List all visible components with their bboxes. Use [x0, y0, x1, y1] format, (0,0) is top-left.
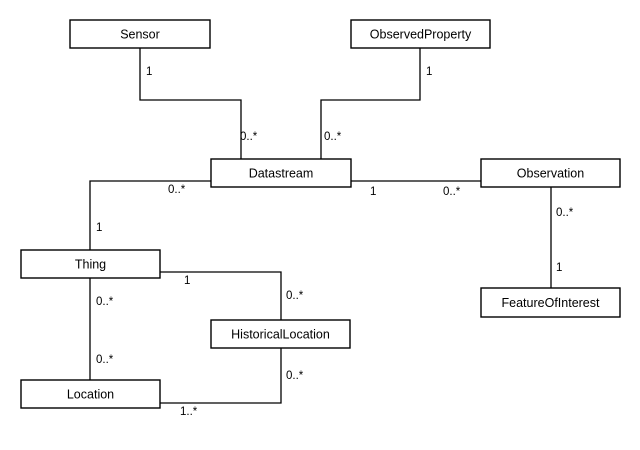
- entity-thing[interactable]: Thing: [20, 249, 161, 279]
- entity-box-observation[interactable]: [480, 158, 621, 188]
- entity-label-observedproperty: ObservedProperty: [370, 27, 472, 41]
- entity-box-featureofinterest[interactable]: [480, 287, 621, 318]
- association-thing-historicallocation: [159, 271, 282, 321]
- entity-box-sensor[interactable]: [69, 19, 211, 49]
- multiplicity-label: 0..*: [168, 184, 186, 196]
- entity-label-featureofinterest: FeatureOfInterest: [502, 296, 600, 310]
- entity-label-location: Location: [67, 387, 114, 401]
- entity-label-thing: Thing: [75, 257, 106, 271]
- association-datastream-thing: [89, 180, 212, 251]
- entity-label-sensor: Sensor: [120, 27, 160, 41]
- multiplicity-label: 1: [146, 66, 152, 78]
- entity-featureofinterest[interactable]: FeatureOfInterest: [480, 287, 621, 318]
- entity-observedproperty[interactable]: ObservedProperty: [350, 19, 491, 49]
- association-sensor-datastream: [139, 47, 242, 160]
- entity-label-historicallocation: HistoricalLocation: [231, 327, 330, 341]
- multiplicity-label: 0..*: [286, 290, 304, 302]
- multiplicity-label: 1: [184, 275, 190, 287]
- multiplicity-label: 0..*: [324, 131, 342, 143]
- entity-box-observedproperty[interactable]: [350, 19, 491, 49]
- entity-datastream[interactable]: Datastream: [210, 158, 352, 188]
- entity-label-datastream: Datastream: [249, 166, 314, 180]
- entity-box-thing[interactable]: [20, 249, 161, 279]
- multiplicity-label: 0..*: [96, 354, 114, 366]
- multiplicity-label-layer: 1 0..* 1 0..* 1 0..* 0..* 1 0..* 1 0..* 0..* 1 0..* 1.…: [96, 66, 574, 418]
- entity-location[interactable]: Location: [20, 379, 161, 409]
- association-layer: [89, 47, 552, 404]
- multiplicity-label: 0..*: [556, 207, 574, 219]
- multiplicity-label: 0..*: [240, 131, 258, 143]
- association-observedproperty-datastream: [320, 47, 421, 160]
- entity-sensor[interactable]: Sensor: [69, 19, 211, 49]
- entity-box-datastream[interactable]: [210, 158, 352, 188]
- multiplicity-label: 0..*: [286, 370, 304, 382]
- multiplicity-label: 1: [370, 186, 376, 198]
- multiplicity-label: 1..*: [180, 406, 198, 418]
- multiplicity-label: 1: [426, 66, 432, 78]
- association-location-historicallocation: [159, 347, 282, 404]
- entity-label-observation: Observation: [517, 166, 584, 180]
- multiplicity-label: 1: [96, 222, 102, 234]
- entity-historicallocation[interactable]: HistoricalLocation: [210, 319, 351, 349]
- entity-box-location[interactable]: [20, 379, 161, 409]
- multiplicity-label: 0..*: [96, 296, 114, 308]
- entity-observation[interactable]: Observation: [480, 158, 621, 188]
- multiplicity-label: 0..*: [443, 186, 461, 198]
- entity-box-historicallocation[interactable]: [210, 319, 351, 349]
- multiplicity-label: 1: [556, 262, 562, 274]
